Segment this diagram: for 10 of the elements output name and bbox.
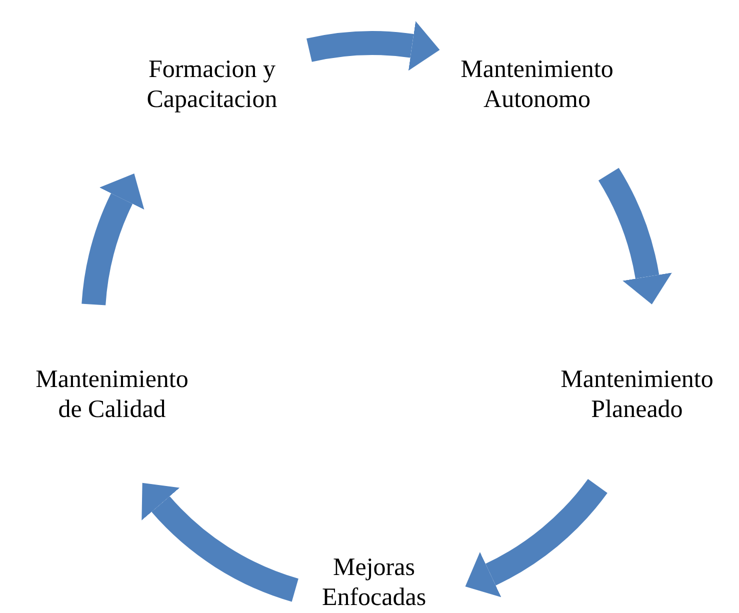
- stage-label: Mantenimiento de Calidad: [26, 365, 198, 425]
- curved-arrow: [82, 172, 145, 306]
- curved-arrow: [598, 168, 672, 304]
- stage-label: Mejoras Enfocadas: [288, 553, 460, 613]
- stage-label: Formacion y Capacitacion: [126, 55, 298, 115]
- curved-arrow: [466, 478, 607, 596]
- stage-label: Mantenimiento Planeado: [551, 365, 723, 425]
- curved-arrow: [141, 484, 300, 602]
- curved-arrow: [307, 21, 440, 71]
- stage-label: Mantenimiento Autonomo: [451, 55, 623, 115]
